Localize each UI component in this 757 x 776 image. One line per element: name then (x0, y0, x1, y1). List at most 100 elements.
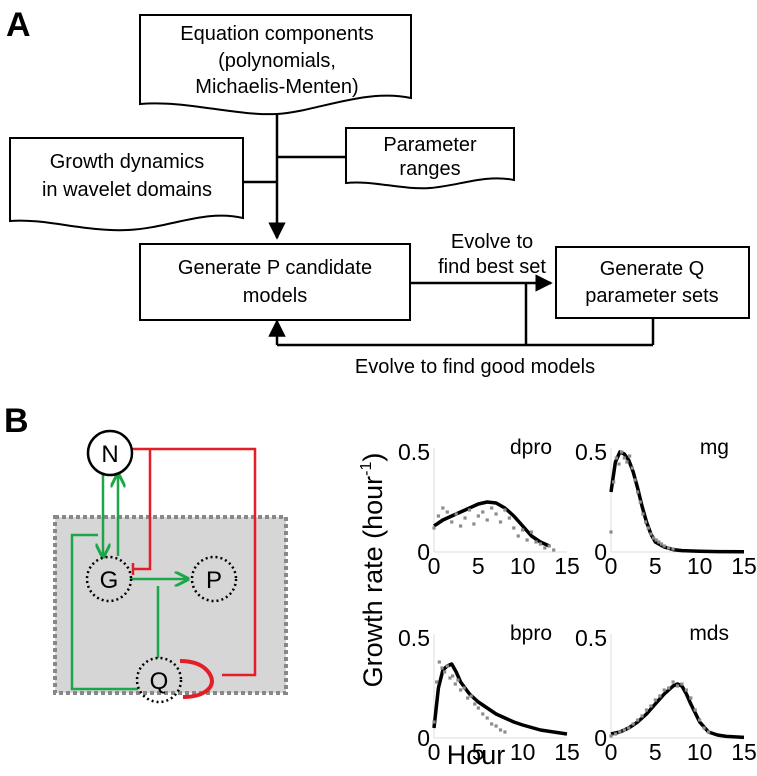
activation-edges (70, 474, 188, 691)
node-p-label: P (206, 567, 222, 594)
data-point (534, 540, 538, 544)
data-point (689, 696, 693, 700)
data-point (437, 660, 441, 664)
x-tick-label: 0 (605, 553, 618, 579)
data-point (451, 674, 455, 678)
generate-p-box: Generate P candidate models (139, 243, 411, 321)
data-point (646, 526, 650, 530)
data-point (453, 682, 457, 686)
y-tick-label: 0.5 (575, 439, 607, 465)
model-line (610, 682, 745, 740)
chart-title: mds (689, 622, 729, 645)
data-point (512, 526, 516, 530)
data-point (543, 546, 547, 550)
y-tick-label: 0 (417, 539, 430, 565)
equation-components-label-3: Michaelis-Menten) (195, 76, 358, 98)
data-point (498, 520, 503, 524)
data-point (443, 670, 447, 674)
data-point (649, 704, 653, 708)
data-point (547, 544, 551, 548)
generate-q-label: Generate Q (600, 258, 705, 280)
x-axis-label: Hour (447, 740, 506, 770)
node-q-label: Q (150, 668, 169, 695)
evolve-good-label: Evolve to find good models (355, 356, 595, 378)
data-point (698, 718, 702, 722)
generate-p-label: Generate P candidate (178, 257, 372, 279)
parameter-ranges-box: Parameter ranges (345, 127, 515, 190)
y-tick-label: 0 (594, 539, 607, 565)
generate-q-label-2: parameter sets (585, 285, 718, 307)
x-tick-label: 15 (554, 553, 580, 579)
data-point (516, 534, 520, 538)
data-point (617, 462, 621, 466)
data-point (432, 526, 436, 530)
data-point (622, 728, 626, 732)
chart-title: bpro (510, 622, 552, 645)
data-point (445, 510, 449, 514)
equation-components-label: Equation components (180, 23, 373, 45)
data-point (641, 512, 645, 516)
data-point (503, 730, 507, 734)
data-point (631, 722, 635, 726)
x-tick-label: 5 (649, 739, 662, 765)
data-point (466, 696, 470, 700)
data-point (472, 522, 476, 526)
growth-dynamics-label: Growth dynamics (50, 151, 205, 173)
chart-title: dpro (510, 436, 552, 459)
parameter-ranges-label: Parameter (383, 134, 477, 156)
x-tick-label: 10 (687, 739, 713, 765)
data-point (476, 514, 480, 518)
data-point (538, 542, 542, 546)
data-point (612, 480, 616, 484)
data-point (654, 538, 658, 542)
data-point (614, 456, 618, 460)
data-point (435, 680, 439, 684)
data-point (680, 682, 684, 686)
data-point (651, 536, 656, 540)
node-n-label: N (101, 441, 118, 468)
panel-a-label: A (6, 6, 31, 44)
data-point (473, 702, 477, 706)
x-tick-label: 5 (472, 553, 485, 579)
parameter-ranges-label-2: ranges (399, 158, 460, 180)
data-point (552, 548, 556, 552)
data-point (494, 512, 498, 516)
data-point (448, 676, 452, 680)
data-point (490, 506, 494, 510)
data-point (503, 508, 507, 512)
y-axis-label: Growth rate (hour-1) (358, 453, 388, 688)
model-line (433, 500, 551, 548)
panel-b-label: B (4, 402, 29, 440)
data-point (638, 500, 642, 504)
data-point (625, 460, 629, 464)
data-point (684, 688, 688, 692)
data-point (454, 512, 458, 516)
data-point (657, 540, 661, 544)
data-point (445, 664, 449, 668)
data-point (671, 680, 675, 684)
data-point (640, 714, 644, 718)
model-line (432, 662, 568, 736)
data-point (440, 666, 444, 670)
x-tick-label: 10 (510, 739, 536, 765)
x-tick-label: 5 (472, 739, 485, 765)
data-point (627, 726, 631, 730)
generate-q-box: Generate Q parameter sets (555, 246, 750, 319)
chart-title: mg (700, 436, 729, 459)
data-point (702, 726, 706, 730)
x-tick-label: 15 (731, 553, 757, 579)
data-point (628, 454, 632, 458)
network-diagram: N G P Q (53, 429, 288, 704)
data-point (441, 506, 445, 510)
data-point (662, 688, 666, 692)
data-point (463, 516, 467, 520)
data-point (693, 708, 697, 712)
network-box (53, 515, 288, 695)
y-tick-label: 0 (417, 725, 430, 751)
data-point (485, 518, 489, 522)
